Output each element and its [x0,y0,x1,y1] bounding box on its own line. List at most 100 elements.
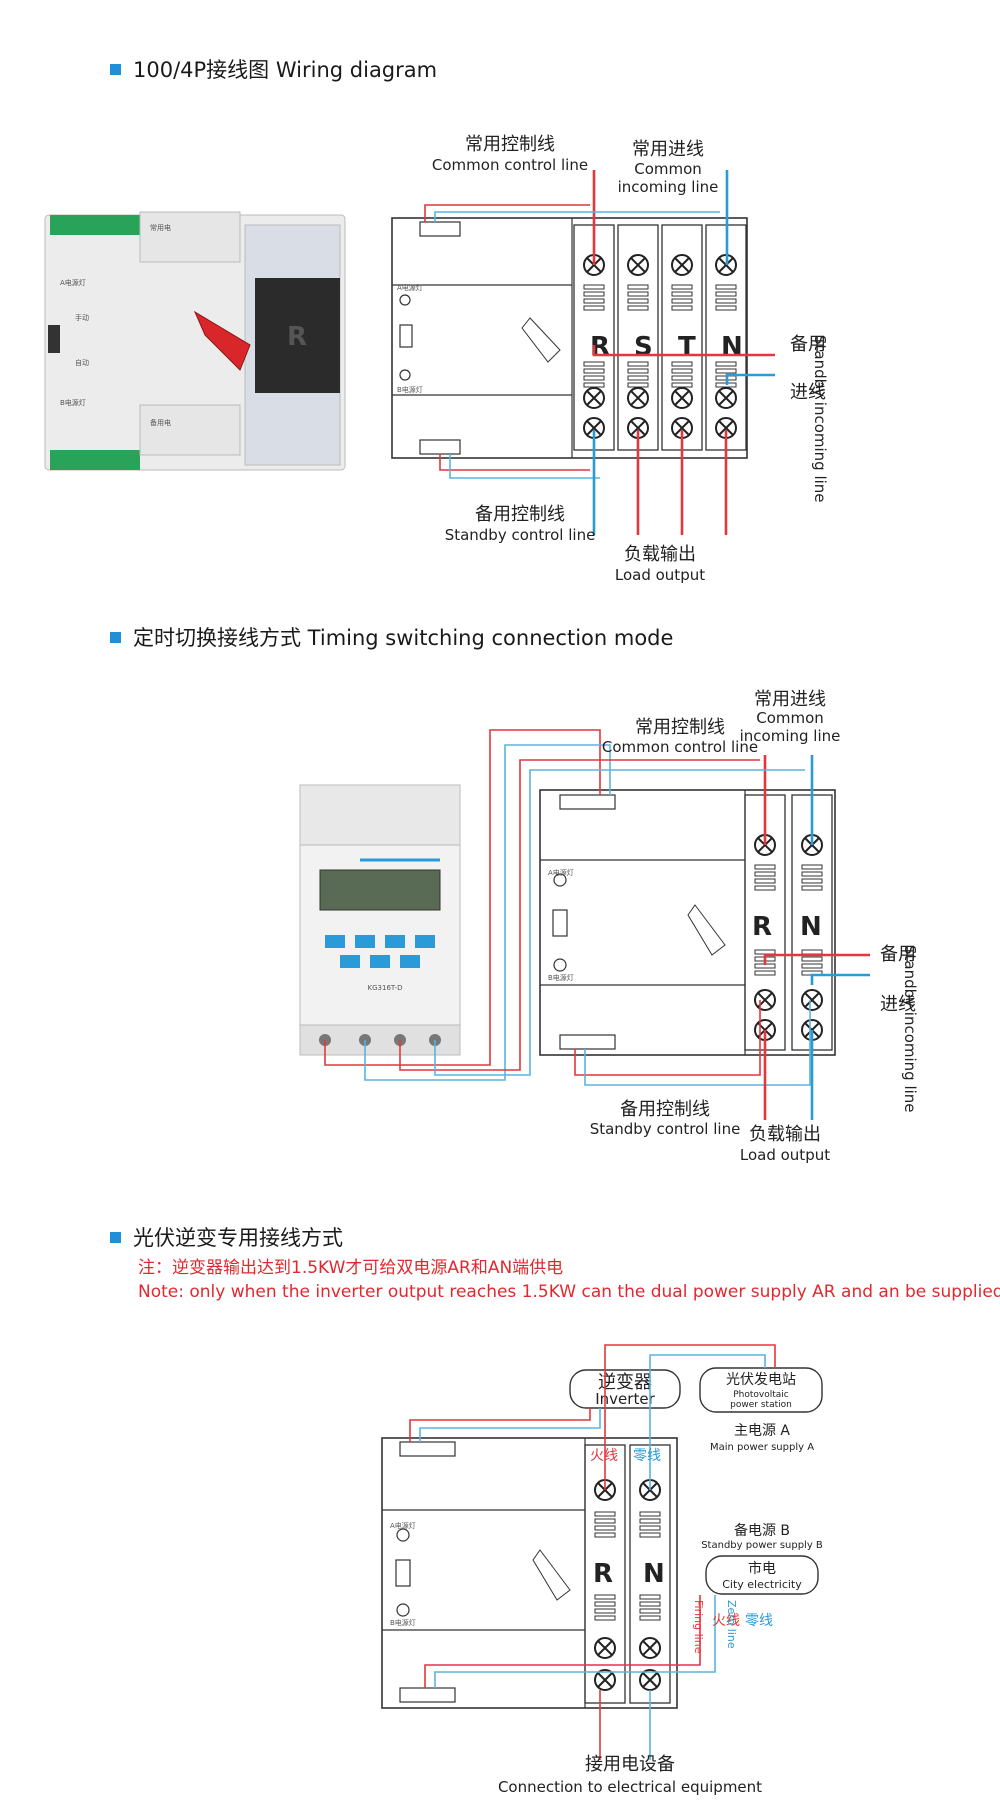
zero-cn-top: 零线 [633,1448,661,1464]
common-incoming-en1: Common [756,709,824,727]
terminal-screw-icon [754,989,776,1011]
terminal-screw-icon [715,387,737,409]
schematic-4p: A电源灯 B电源灯 R S T N [391,217,748,459]
svg-text:A电源灯: A电源灯 [60,278,86,287]
note-en: Note: only when the inverter output reac… [138,1282,1000,1302]
load-output-cn: 负载输出 [749,1124,821,1145]
timer-device: KG316T-D [299,784,461,1056]
standby-control-en: Standby control line [590,1120,741,1138]
switch-photo: R 常用电 备用电 A电源灯 B电源灯 手动 自动 [44,211,346,471]
terminal-screw-icon [627,254,649,276]
terminal-screw-icon [594,1637,616,1659]
square-bullet-icon [110,1231,121,1243]
svg-text:A电源灯: A电源灯 [397,283,423,292]
terminal-screw-icon [715,417,737,439]
pole-label-r: R [593,1559,613,1589]
pole-label-t: T [678,332,696,362]
common-incoming-en2: incoming line [618,178,719,196]
city-en: City electricity [722,1578,802,1591]
svg-text:备用电: 备用电 [150,418,171,427]
pole-label-n: N [721,332,743,362]
terminal-screw-icon [801,989,823,1011]
terminal-screw-icon [671,387,693,409]
common-incoming-cn: 常用进线 [754,689,826,710]
standby-control-en: Standby control line [445,526,596,544]
svg-text:A电源灯: A电源灯 [390,1521,416,1530]
svg-text:KG316T-D: KG316T-D [368,984,403,992]
common-control-en: Common control line [602,738,758,756]
pv-inverter-diagram: 逆变器 Inverter 光伏发电站 Photovoltaic power st… [381,1344,823,1796]
pole-label-s: S [634,332,653,362]
main-power-cn: 主电源 A [734,1423,790,1439]
main-power-en: Main power supply A [710,1442,814,1453]
square-bullet-icon [110,631,121,643]
square-bullet-icon [110,63,121,75]
svg-text:常用电: 常用电 [150,223,171,232]
common-incoming-en2: incoming line [740,727,841,745]
standby-power-en: Standby power supply B [701,1540,823,1551]
svg-text:自动: 自动 [75,358,89,367]
fire-en: Firing line [692,1600,705,1654]
zero-cn-side: 零线 [745,1613,773,1629]
standby-incoming-cn1: 备用 [790,334,826,355]
fire-cn-side: 火线 [712,1613,740,1629]
pv-en1: Photovoltaic [733,1390,789,1400]
pv-en2: power station [730,1400,792,1410]
svg-text:B电源灯: B电源灯 [390,1618,416,1627]
svg-text:手动: 手动 [75,313,89,322]
fire-cn-top: 火线 [590,1448,618,1464]
svg-text:B电源灯: B电源灯 [397,385,423,394]
section-title-timing: 定时切换接线方式 Timing switching connection mod… [110,622,673,652]
city-electricity-box [705,1555,819,1595]
common-control-cn: 常用控制线 [465,134,555,155]
load-output-en: Load output [740,1146,830,1164]
common-incoming-en1: Common [634,160,702,178]
terminal-screw-icon [639,1637,661,1659]
section-title-pv: 光伏逆变专用接线方式 [110,1222,343,1252]
svg-text:A电源灯: A电源灯 [548,868,574,877]
city-cn: 市电 [748,1560,776,1577]
zero-en: Zero line [725,1600,738,1649]
standby-incoming-en: Standby incoming line [811,335,829,503]
wiring-diagram-4p: R 常用电 备用电 A电源灯 B电源灯 手动 自动 A电源灯 B电源灯 R S … [44,134,829,584]
standby-incoming-en: Standby incoming line [901,945,919,1113]
svg-text:B电源灯: B电源灯 [548,973,574,982]
standby-power-cn: 备电源 B [734,1522,790,1539]
standby-incoming-cn2: 进线 [880,994,916,1015]
equip-en: Connection to electrical equipment [498,1778,762,1796]
load-output-cn: 负载输出 [624,544,696,565]
schematic-2p-pv: A电源灯 B电源灯 R N [381,1437,678,1709]
pv-station-box [699,1367,823,1413]
standby-control-cn: 备用控制线 [620,1099,710,1120]
standby-control-cn: 备用控制线 [475,504,565,525]
load-output-en: Load output [615,566,705,584]
terminal-screw-icon [639,1669,661,1691]
svg-text:R: R [287,322,307,352]
inverter-cn: 逆变器 [598,1372,652,1393]
section-title-wiring: 100/4P接线图 Wiring diagram [110,54,437,84]
terminal-screw-icon [671,417,693,439]
svg-text:B电源灯: B电源灯 [60,398,86,407]
terminal-screw-icon [594,1669,616,1691]
inverter-en: Inverter [595,1390,655,1408]
timing-diagram: KG316T-D A电源灯 B电源灯 R N [299,689,919,1164]
standby-incoming-cn2: 进线 [790,382,826,403]
pole-label-n: N [800,912,822,942]
terminal-screw-icon [583,417,605,439]
inverter-box [569,1369,681,1409]
common-incoming-cn: 常用进线 [632,139,704,160]
pole-label-n: N [643,1559,665,1589]
terminal-screw-icon [583,387,605,409]
pv-cn: 光伏发电站 [726,1372,796,1388]
standby-incoming-cn1: 备用 [880,944,916,965]
note-cn: 注：逆变器输出达到1.5KW才可给双电源AR和AN端供电 [138,1258,564,1278]
terminal-screw-icon [671,254,693,276]
common-control-en: Common control line [432,156,588,174]
wires-pv [409,1344,776,1760]
wires-4p [424,170,775,535]
common-control-cn: 常用控制线 [635,717,725,738]
pole-label-r: R [752,912,772,942]
terminal-screw-icon [627,387,649,409]
equip-cn: 接用电设备 [585,1754,675,1775]
wires-timing [324,729,870,1120]
